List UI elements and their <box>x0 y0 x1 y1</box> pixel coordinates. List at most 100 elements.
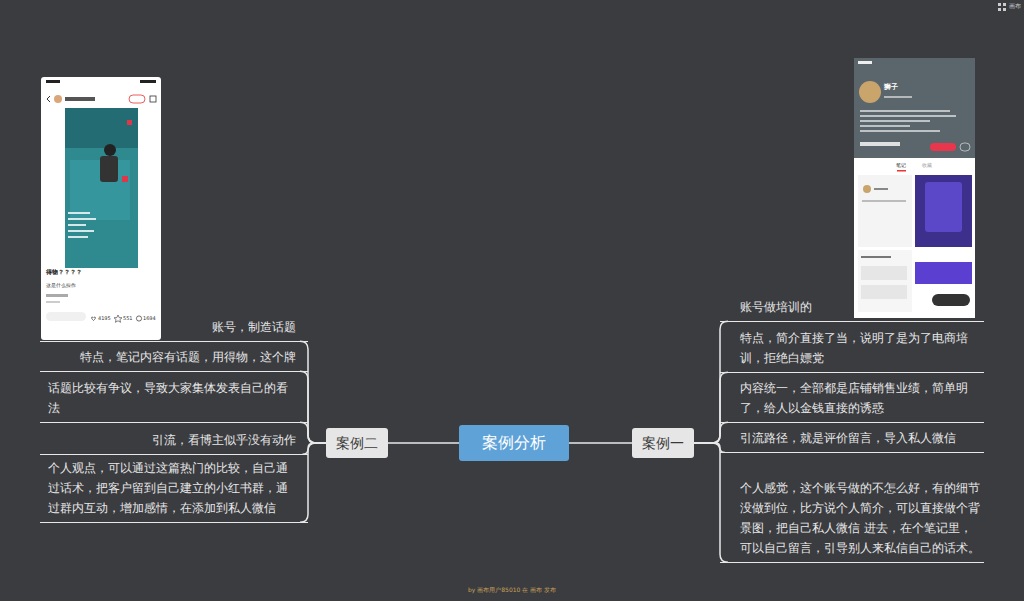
overlay-line <box>68 224 86 226</box>
person-head <box>104 144 116 156</box>
logo-text: 画布 <box>1009 2 1021 9</box>
tab-label: 笔记 <box>896 162 906 168</box>
leaf-topic: 引流，看博主似乎没有动作 <box>40 428 308 455</box>
topic-text: 案例二 <box>336 434 378 452</box>
overlay-line <box>68 218 96 220</box>
note-card <box>858 175 912 247</box>
text-line <box>46 294 68 297</box>
profile-name: 狮子 <box>884 83 898 91</box>
leaf-topic: 账号做培训的 <box>720 295 984 322</box>
leaf-topic: 个人观点，可以通过这篇热门的比较，自己通过话术，把客户留到自己建立的小红书群，通… <box>40 456 308 523</box>
leaf-topic: 引流路径，就是评价留言，导入私人微信 <box>720 426 984 453</box>
bio-line <box>860 130 940 132</box>
collect-icon <box>114 315 122 322</box>
overlay-line <box>68 236 88 238</box>
logo-dot <box>1003 3 1006 6</box>
post-title: 得物？？？？ <box>46 268 82 275</box>
note-card-purple <box>915 175 972 247</box>
user-name-bar <box>65 97 95 101</box>
branch-connector <box>300 422 326 443</box>
avatar <box>859 81 881 103</box>
card-line <box>874 188 888 190</box>
topic-text: 特点，简介直接了当，说明了是为了电商培训，拒绝白嫖党 <box>740 328 982 368</box>
tab-label: 收藏 <box>922 162 932 168</box>
like-icon <box>92 317 96 320</box>
bio-line <box>860 110 950 112</box>
branch-connector <box>694 372 728 443</box>
logo-dot <box>1003 8 1006 11</box>
topic-text: 个人感觉，这个账号做的不怎么好，有的细节没做到位，比方说个人简介，可以直接做个背… <box>740 478 982 558</box>
branch-connector <box>569 442 632 444</box>
leaf-topic: 特点，简介直接了当，说明了是为了电商培训，拒绝白嫖党 <box>720 326 984 373</box>
leaf-topic: 个人感觉，这个账号做的不怎么好，有的细节没做到位，比方说个人简介，可以直接做个背… <box>720 476 984 563</box>
leaf-topic: 特点，笔记内容有话题，用得物，这个牌 <box>40 345 308 372</box>
bio-line <box>860 115 956 117</box>
status-bar <box>46 80 60 83</box>
watermark: by 画布用户85010 在 画布 发布 <box>468 586 556 593</box>
branch-connector <box>300 371 326 443</box>
branch-connector <box>694 321 728 443</box>
status-bar <box>858 61 872 64</box>
root-topic: 案例分析 <box>459 425 569 461</box>
branch-connector <box>302 443 326 454</box>
notes-panel <box>854 158 975 318</box>
like-count: 4195 <box>98 315 111 321</box>
card-table <box>861 266 907 280</box>
avatar <box>54 95 62 103</box>
overlay-line <box>68 212 90 214</box>
profile-screenshot <box>854 58 975 318</box>
topic-text: 案例一 <box>642 434 684 452</box>
id-line <box>884 96 912 98</box>
card-line <box>862 200 906 202</box>
topic-text: 引流，看博主似乎没有动作 <box>48 430 296 450</box>
follow-button <box>930 143 956 151</box>
red-tag <box>127 120 132 125</box>
branch-topic: 案例一 <box>632 428 694 458</box>
overlay-line <box>68 230 94 232</box>
red-tag <box>122 176 128 182</box>
branch-connector <box>694 443 728 562</box>
tab-underline <box>897 170 906 172</box>
topic-text: 话题比较有争议，导致大家集体发表自己的看法 <box>48 378 296 418</box>
collect-count: 551 <box>123 315 133 321</box>
profile-header <box>854 58 975 158</box>
note-card <box>915 250 972 312</box>
card-table <box>861 285 907 299</box>
post-text: 这是什么操作 <box>46 282 76 288</box>
bio-line <box>860 120 930 122</box>
topic-text: 引流路径，就是评价留言，导入私人微信 <box>740 428 982 448</box>
back-arrow <box>47 96 50 102</box>
status-icons <box>140 80 156 83</box>
topic-text: 内容统一，全部都是店铺销售业绩，简单明了，给人以金钱直接的诱惑 <box>740 378 982 418</box>
leaf-topic: 内容统一，全部都是店铺销售业绩，简单明了，给人以金钱直接的诱惑 <box>720 376 984 423</box>
topic-text: 账号，制造话题 <box>48 317 296 337</box>
leaf-topic: 账号，制造话题 <box>40 315 308 342</box>
topic-text: 特点，笔记内容有话题，用得物，这个牌 <box>48 347 296 367</box>
settings-button <box>960 143 970 151</box>
photo-shade <box>65 108 138 148</box>
comment-input <box>46 312 86 321</box>
floating-button <box>932 294 970 306</box>
topic-text: 账号做培训的 <box>740 297 982 317</box>
note-card <box>858 250 912 312</box>
comment-icon <box>136 316 141 321</box>
follow-button <box>129 95 145 103</box>
person-body <box>100 156 118 182</box>
topic-text: 案例分析 <box>482 433 546 453</box>
branch-topic: 案例二 <box>326 428 388 458</box>
screen-frame <box>41 77 161 340</box>
stats-line <box>860 142 900 146</box>
card-avatar <box>863 185 871 193</box>
bio-line <box>860 125 910 127</box>
leaf-topic: 话题比较有争议，导致大家集体发表自己的看法 <box>40 376 308 423</box>
logo-dot <box>998 3 1001 6</box>
card-line <box>861 256 891 258</box>
photo <box>65 108 138 268</box>
branch-connector <box>388 442 459 444</box>
logo-icon <box>998 3 1006 11</box>
comment-count: 1694 <box>143 315 156 321</box>
phone-picture <box>925 182 962 232</box>
purple-banner <box>915 262 972 284</box>
logo-dot <box>998 8 1001 11</box>
